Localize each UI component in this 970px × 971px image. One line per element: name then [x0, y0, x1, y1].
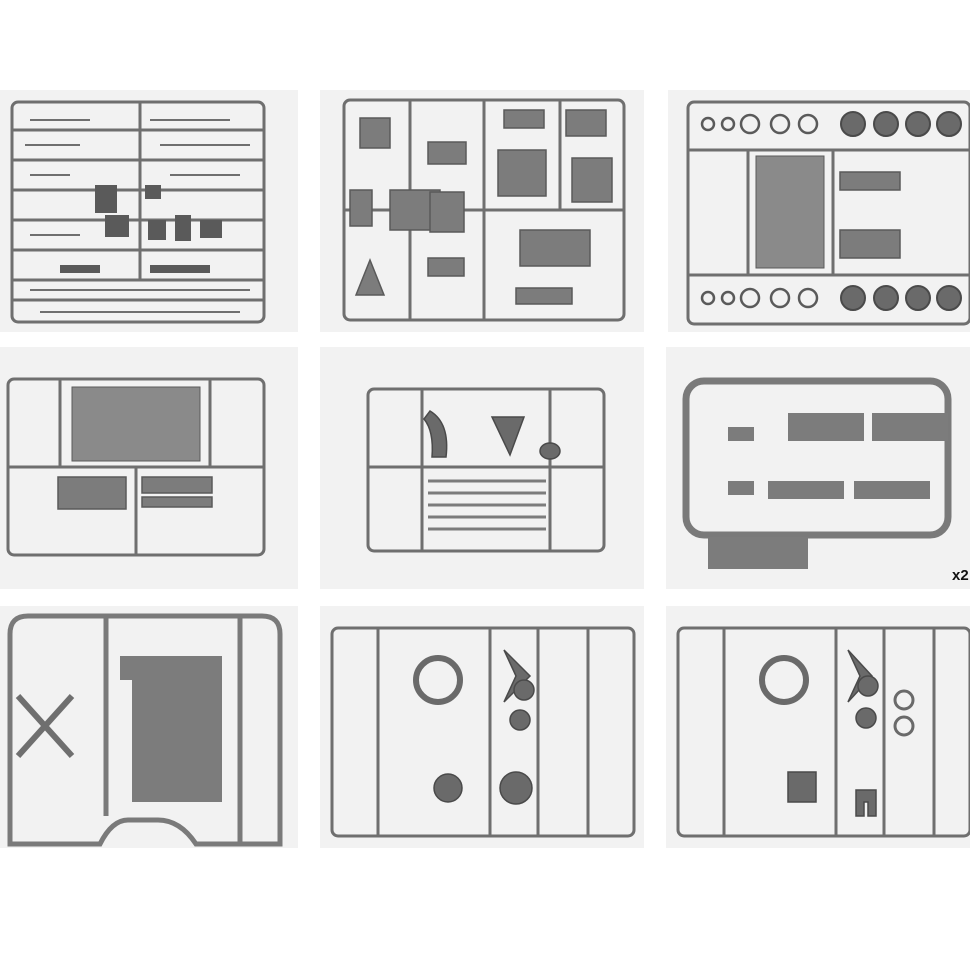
parts-tree-icon	[682, 377, 952, 569]
sprue-panel-3	[668, 90, 970, 332]
sprue-panel-1	[0, 90, 298, 332]
sprue-panel-4	[0, 347, 298, 589]
sprue-panel-6: x2	[666, 347, 970, 589]
parts-tree-icon	[686, 100, 970, 326]
sprue-panel-2	[320, 90, 644, 332]
quantity-label: x2	[952, 567, 969, 584]
parts-tree-icon	[6, 377, 266, 557]
sprue-panel-8	[320, 606, 644, 848]
parts-tree-icon	[342, 98, 626, 322]
parts-tree-icon	[7, 613, 283, 847]
sprue-panel-9	[666, 606, 970, 848]
parts-tree-icon	[366, 387, 606, 553]
parts-tree-icon	[676, 626, 970, 838]
parts-tree-icon	[10, 100, 266, 324]
sprue-panel-5	[320, 347, 644, 589]
sprue-panel-7	[0, 606, 298, 848]
parts-tree-icon	[330, 626, 636, 838]
